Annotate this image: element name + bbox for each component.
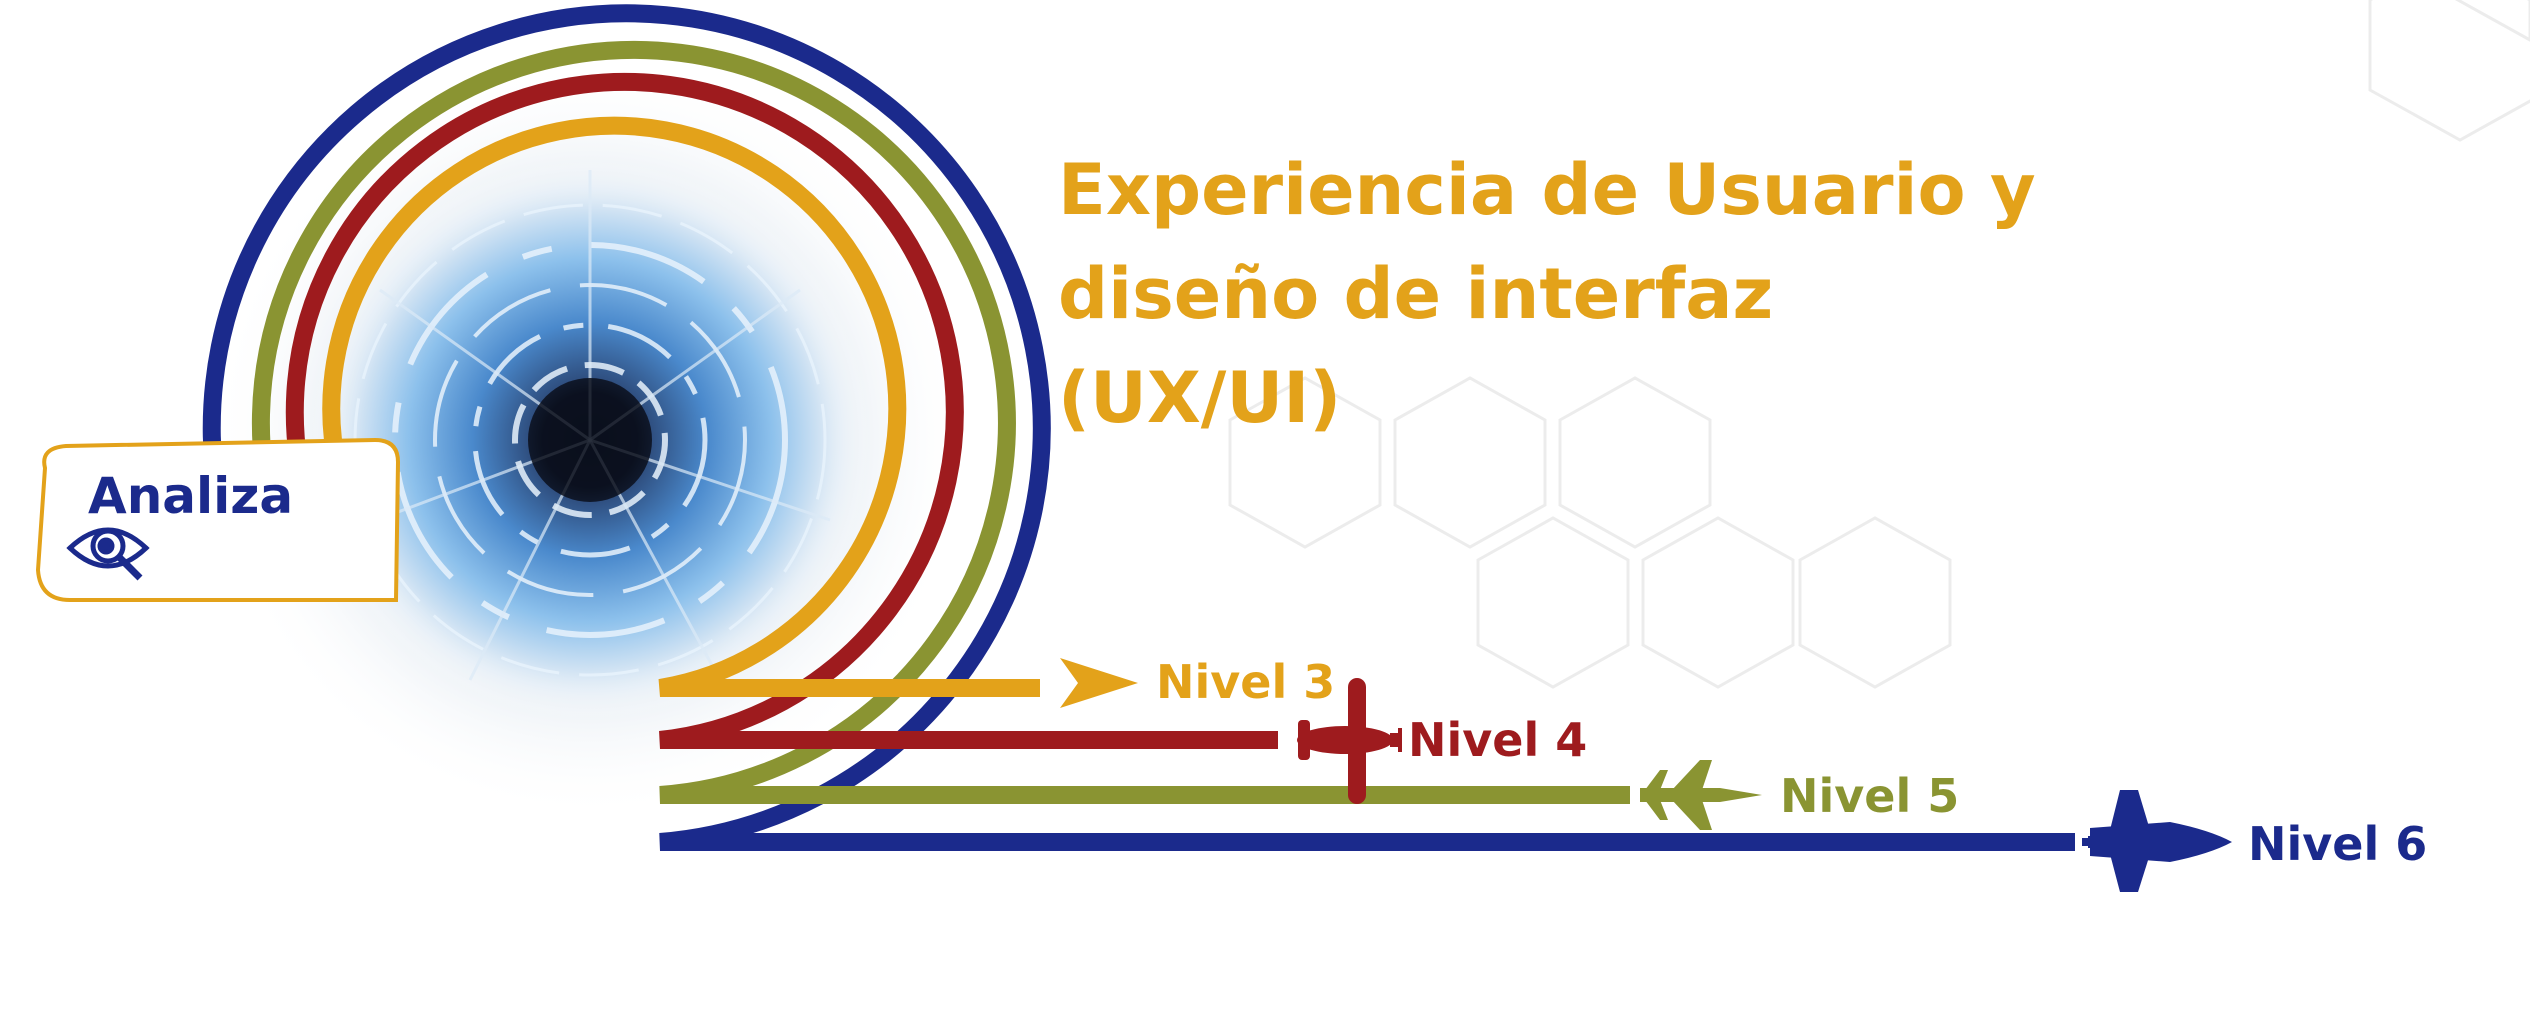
space-shuttle-icon (2082, 790, 2232, 892)
level-5-label: Nivel 5 (1780, 769, 1960, 823)
analiza-label: Analiza (88, 467, 294, 525)
title-line-3: (UX/UI) (1058, 357, 1342, 439)
level-3-label: Nivel 3 (1156, 655, 1336, 709)
level-4-label: Nivel 4 (1408, 713, 1588, 767)
page-title: Experiencia de Usuario y diseño de inter… (1058, 138, 2158, 450)
arrow-icon (1060, 658, 1138, 708)
level-6-label: Nivel 6 (2248, 817, 2428, 871)
fighter-jet-icon (1640, 760, 1762, 830)
propeller-plane-icon (1297, 678, 1402, 804)
level-tracks (202, 4, 2075, 851)
track-level-5 (251, 40, 1630, 804)
title-line-1: Experiencia de Usuario y (1058, 149, 2036, 231)
track-level-6 (202, 4, 2075, 851)
title-line-2: diseño de interfaz (1058, 253, 1774, 335)
track-level-3 (322, 116, 1040, 697)
eye-magnifier-icon (66, 527, 150, 581)
track-level-4 (285, 72, 1278, 749)
analiza-badge (35, 437, 401, 602)
eye-image (210, 60, 970, 820)
